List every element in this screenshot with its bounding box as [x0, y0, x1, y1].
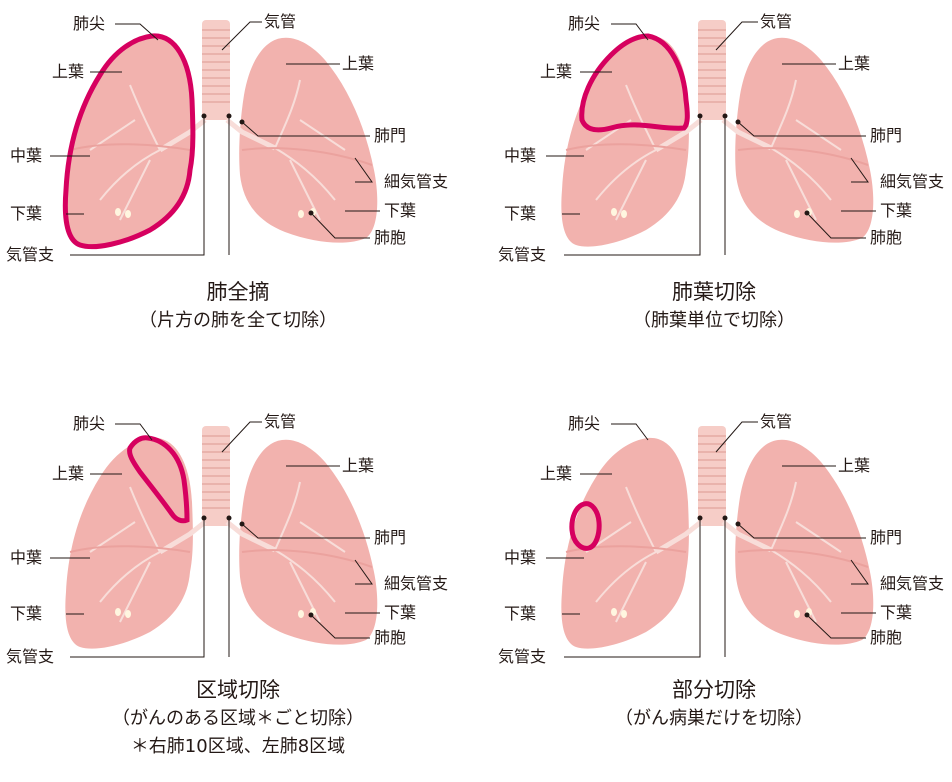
label-hilum: 肺門: [870, 128, 902, 144]
label-lower-lobe-right: 下葉: [384, 203, 416, 219]
label-bronchiole: 細気管支: [880, 576, 944, 592]
panel-wedge-resection: 肺尖 気管 上葉 上葉 中葉 肺門 細気管支 下葉 下葉 肺胞 気管支 部分切除…: [476, 400, 952, 782]
label-apex: 肺尖: [568, 16, 600, 32]
label-upper-lobe-right: 上葉: [342, 458, 374, 474]
label-upper-lobe-left: 上葉: [540, 64, 572, 80]
panel-subtitle: （肺葉単位で切除）: [476, 310, 952, 332]
label-lower-lobe-right: 下葉: [880, 203, 912, 219]
label-alveolus: 肺胞: [870, 230, 902, 246]
label-trachea: 気管: [264, 414, 296, 430]
label-bronchiole: 細気管支: [880, 174, 944, 190]
label-lower-lobe-right: 下葉: [384, 605, 416, 621]
label-lower-lobe-left: 下葉: [504, 206, 536, 222]
panel-subtitle: （がん病巣だけを切除）: [476, 708, 952, 730]
label-upper-lobe-right: 上葉: [838, 458, 870, 474]
label-upper-lobe-left: 上葉: [52, 466, 84, 482]
lung-illustration: [561, 426, 873, 649]
label-trachea: 気管: [264, 14, 296, 30]
panel-subtitle: （がんのある区域＊ごと切除）: [0, 708, 476, 730]
label-upper-lobe-right: 上葉: [838, 56, 870, 72]
label-bronchus: 気管支: [498, 649, 546, 665]
label-alveolus: 肺胞: [870, 630, 902, 646]
label-bronchiole: 細気管支: [384, 174, 448, 190]
label-middle-lobe: 中葉: [10, 148, 42, 164]
label-bronchus: 気管支: [6, 649, 54, 665]
label-alveolus: 肺胞: [374, 630, 406, 646]
panel-lobectomy: 肺尖 気管 上葉 上葉 中葉 肺門 細気管支 下葉 下葉 肺胞 気管支 肺葉切除…: [476, 0, 952, 382]
panel-title: 肺葉切除: [476, 280, 952, 304]
label-middle-lobe: 中葉: [504, 148, 536, 164]
label-upper-lobe-left: 上葉: [52, 64, 84, 80]
label-bronchus: 気管支: [498, 247, 546, 263]
lung-illustration: [65, 20, 377, 247]
label-middle-lobe: 中葉: [10, 550, 42, 566]
panel-title: 区域切除: [0, 678, 476, 702]
label-alveolus: 肺胞: [374, 230, 406, 246]
label-bronchus: 気管支: [6, 247, 54, 263]
lung-illustration: [65, 426, 377, 649]
label-middle-lobe: 中葉: [504, 550, 536, 566]
panel-segmentectomy: 肺尖 気管 上葉 上葉 中葉 肺門 細気管支 下葉 下葉 肺胞 気管支 区域切除…: [0, 400, 476, 782]
label-apex: 肺尖: [73, 16, 105, 32]
label-lower-lobe-left: 下葉: [504, 606, 536, 622]
label-hilum: 肺門: [374, 128, 406, 144]
panel-subtitle: （片方の肺を全て切除）: [0, 310, 476, 332]
label-trachea: 気管: [760, 414, 792, 430]
panel-title: 部分切除: [476, 678, 952, 702]
label-upper-lobe-right: 上葉: [342, 56, 374, 72]
label-hilum: 肺門: [870, 530, 902, 546]
label-bronchiole: 細気管支: [384, 576, 448, 592]
label-upper-lobe-left: 上葉: [540, 466, 572, 482]
label-lower-lobe-right: 下葉: [880, 605, 912, 621]
panel-title: 肺全摘: [0, 280, 476, 304]
lung-illustration: [561, 20, 873, 247]
label-hilum: 肺門: [374, 530, 406, 546]
panel-note: ＊右肺10区域、左肺8区域: [0, 736, 476, 758]
label-trachea: 気管: [760, 14, 792, 30]
label-apex: 肺尖: [568, 416, 600, 432]
label-lower-lobe-left: 下葉: [10, 606, 42, 622]
label-lower-lobe-left: 下葉: [10, 206, 42, 222]
panel-pneumonectomy: 肺尖 気管 上葉 上葉 中葉 肺門 細気管支 下葉 下葉 肺胞 気管支 肺全摘 …: [0, 0, 476, 382]
label-apex: 肺尖: [73, 416, 105, 432]
